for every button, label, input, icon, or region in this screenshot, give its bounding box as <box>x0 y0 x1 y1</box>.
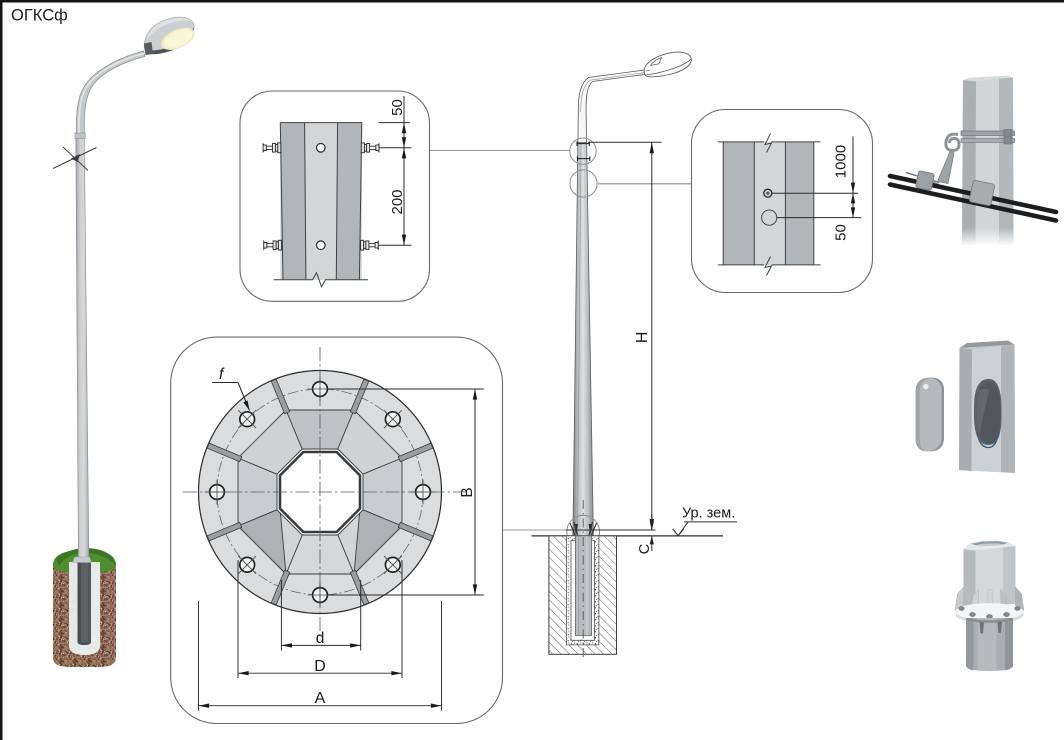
svg-text:f: f <box>219 366 225 383</box>
svg-text:A: A <box>315 690 326 707</box>
svg-text:B: B <box>459 487 476 497</box>
svg-text:1000: 1000 <box>833 145 850 178</box>
svg-text:50: 50 <box>833 224 850 241</box>
svg-text:Ур. зем.: Ур. зем. <box>682 506 735 522</box>
svg-text:H: H <box>634 332 651 344</box>
svg-text:d: d <box>316 630 325 647</box>
svg-text:D: D <box>314 658 326 675</box>
svg-text:C: C <box>637 544 653 554</box>
svg-text:50: 50 <box>389 99 406 116</box>
svg-text:ОГКСф: ОГКСф <box>11 7 68 25</box>
svg-text:200: 200 <box>389 189 406 214</box>
